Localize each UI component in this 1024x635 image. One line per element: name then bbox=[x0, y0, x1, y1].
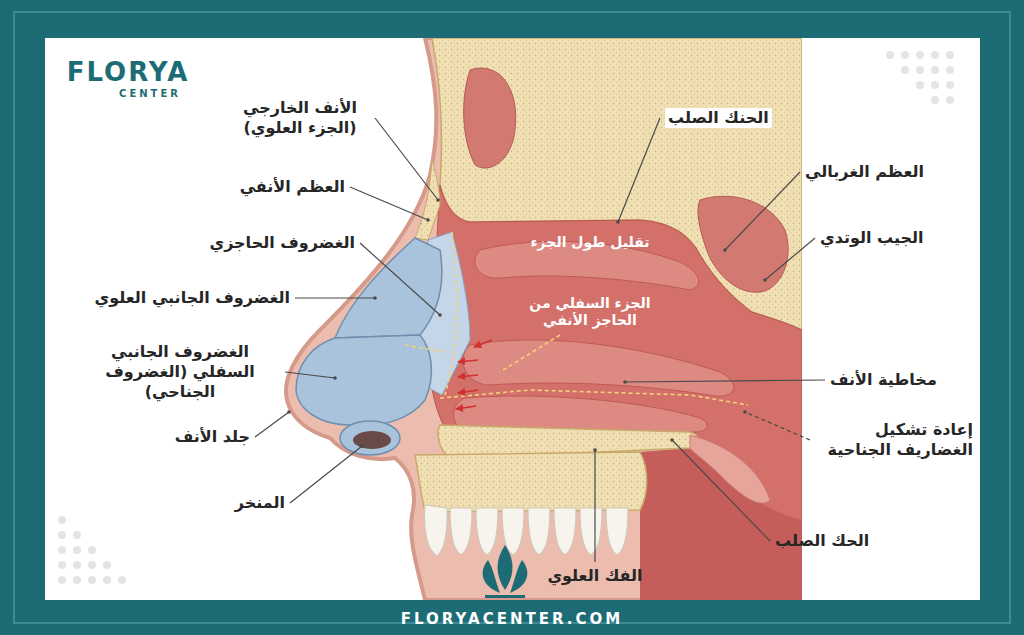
leader-line bbox=[625, 380, 825, 382]
part-label: المنخر bbox=[235, 493, 285, 513]
part-label: الغضروف الحاجزي bbox=[209, 233, 355, 253]
leader-dot bbox=[623, 380, 627, 384]
part-label: العظم الأنفي bbox=[240, 177, 345, 197]
leader-line bbox=[360, 243, 440, 315]
maxilla bbox=[415, 452, 647, 512]
part-label: الحك الصلب bbox=[775, 531, 869, 551]
site-url: FLORYACENTER.COM bbox=[401, 610, 623, 629]
leader-line bbox=[290, 446, 362, 503]
leader-dot bbox=[723, 248, 727, 252]
nostril bbox=[353, 431, 391, 449]
nasal-bone bbox=[415, 160, 440, 240]
leader-line bbox=[765, 238, 815, 280]
part-label: الفك العلوي bbox=[547, 566, 642, 586]
leader-dot bbox=[287, 410, 291, 414]
panel bbox=[45, 38, 980, 600]
procedure-note: الجزء السفلي من الحاجز الأنفي bbox=[523, 295, 658, 330]
leader-line bbox=[350, 187, 428, 220]
watermark: CENTER bbox=[119, 88, 181, 101]
logo bbox=[483, 545, 528, 598]
leader-dot bbox=[333, 376, 337, 380]
leader-line bbox=[295, 297, 375, 298]
part-label: الجيب الوتدي bbox=[820, 228, 924, 248]
leader-line bbox=[618, 118, 660, 222]
red-arrows bbox=[456, 340, 492, 409]
watermark: FLORYA bbox=[67, 56, 190, 89]
leader-line bbox=[745, 412, 810, 440]
leader-dot bbox=[436, 198, 440, 202]
leader-line bbox=[672, 440, 770, 541]
part-label: الغضروف الجانبي السفلي (الغضروف الجناحي) bbox=[80, 342, 280, 402]
leader-line bbox=[594, 450, 595, 562]
frame-line bbox=[14, 12, 1010, 623]
part-label: العظم الغربالي bbox=[805, 162, 924, 182]
frontal-sinus bbox=[464, 68, 516, 168]
leader-line bbox=[375, 118, 438, 200]
part-label: الغضروف الجانبي العلوي bbox=[95, 288, 290, 308]
part-label: الأنف الخارجي (الجزء العلوي) bbox=[230, 98, 370, 138]
leader-dot bbox=[593, 448, 597, 452]
part-label: إعادة تشكيل الغضاريف الجناحية bbox=[815, 420, 973, 460]
leader-dot bbox=[360, 444, 364, 448]
leader-dot bbox=[670, 438, 674, 442]
anatomy bbox=[286, 38, 802, 600]
procedure-note: تقليل طول الجزء bbox=[530, 234, 649, 252]
middle-turbinate bbox=[463, 340, 734, 396]
leader-dot bbox=[426, 218, 430, 222]
part-label: جلد الأنف bbox=[175, 427, 250, 447]
nasal-cavity bbox=[429, 185, 802, 600]
leader-dot bbox=[373, 296, 377, 300]
leader-dot bbox=[438, 313, 442, 317]
part-label: مخاطية الأنف bbox=[830, 370, 937, 390]
leader-dot bbox=[743, 410, 747, 414]
leader-dot bbox=[763, 278, 767, 282]
teeth bbox=[425, 505, 629, 556]
nostril-rim bbox=[340, 421, 400, 455]
leader-dot bbox=[616, 220, 620, 224]
part-label: الحنك الصلب bbox=[665, 108, 772, 128]
cut-lines bbox=[405, 232, 748, 405]
lower-lateral-cartilage bbox=[296, 335, 431, 426]
skin bbox=[286, 38, 802, 600]
leader-line bbox=[255, 412, 289, 437]
leader-line bbox=[285, 372, 335, 378]
soft-palate bbox=[690, 435, 770, 503]
upper-lateral-cartilage bbox=[335, 238, 442, 338]
leader-line bbox=[725, 172, 800, 250]
